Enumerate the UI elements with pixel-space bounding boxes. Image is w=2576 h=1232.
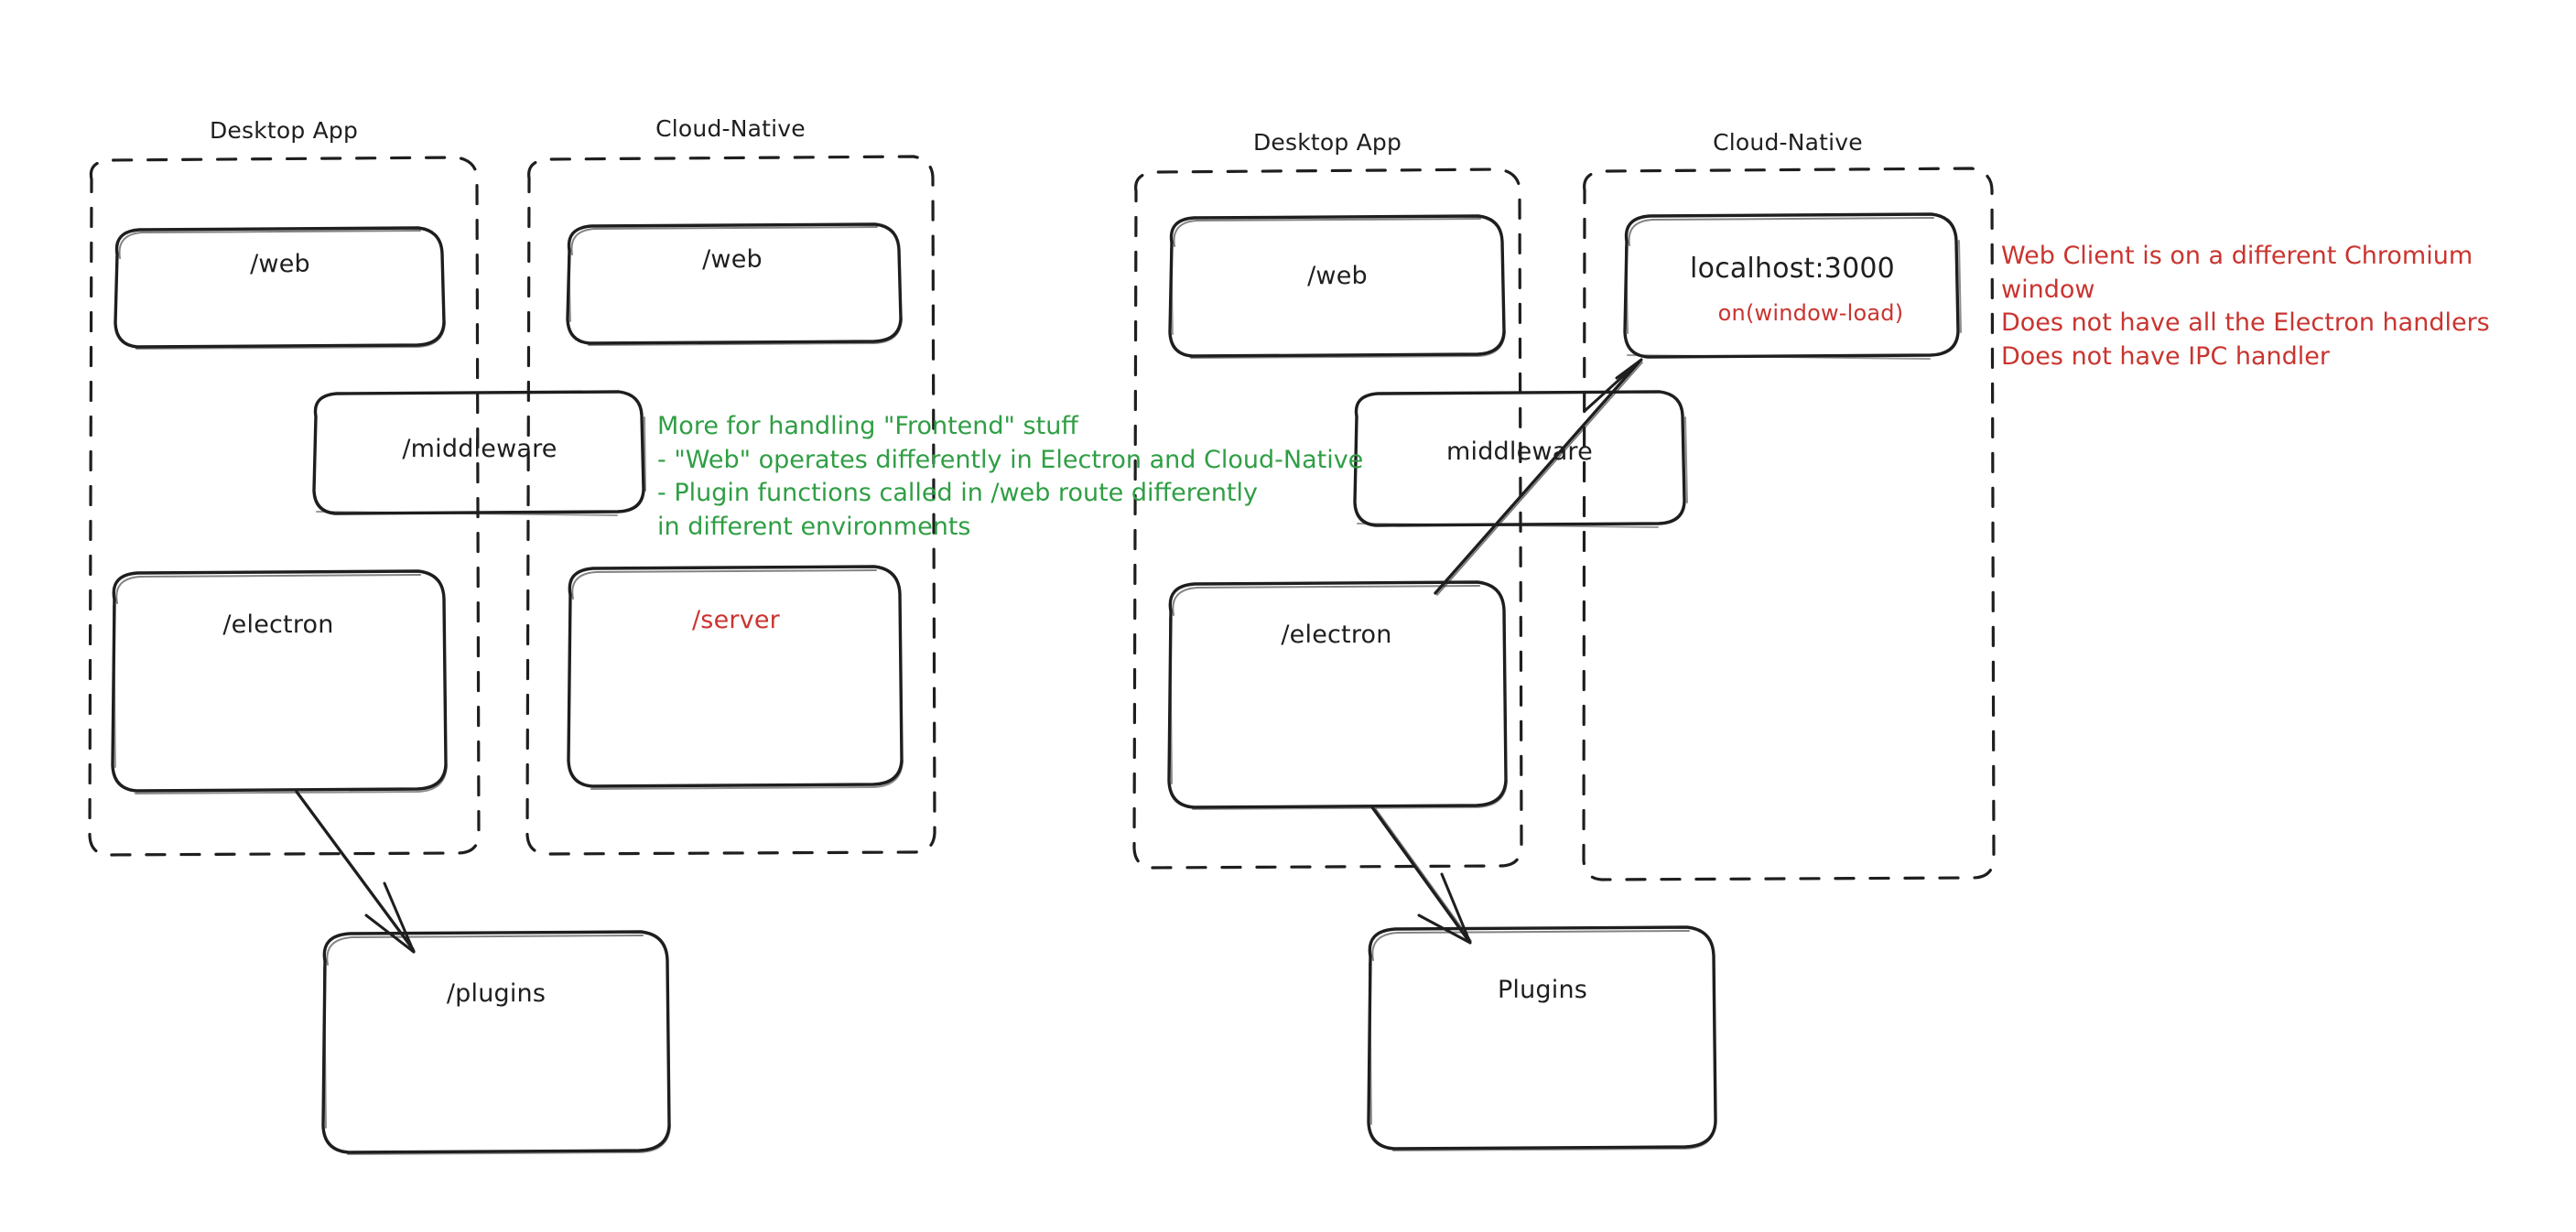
node-r-plugins — [1367, 925, 1717, 1151]
group-left-desktop — [88, 156, 481, 857]
node-l-web-desktop — [114, 226, 446, 350]
annotation-green-line-4: in different environments — [657, 513, 971, 542]
arrow-r-electron-to-localhost — [1434, 358, 1643, 596]
node-r-middleware — [1353, 390, 1688, 528]
group-right-cloud — [1582, 167, 1996, 881]
node-r-web — [1168, 214, 1506, 359]
node-l-web-cloud — [566, 222, 903, 346]
node-l-plugins — [321, 930, 671, 1155]
node-l-middleware — [312, 390, 646, 516]
annotation-red-line-2: Does not have all the Electron handlers — [2001, 308, 2490, 338]
annotation-red-line-3: Does not have IPC handler — [2001, 342, 2331, 372]
arrow-r-electron-to-plugins — [1370, 805, 1472, 945]
arrow-l-electron-to-plugins — [295, 790, 416, 954]
group-left-cloud — [525, 155, 936, 856]
annotation-red: Web Client is on a different Chromium wi… — [2001, 240, 2569, 374]
annotation-red-line-1: Web Client is on a different Chromium wi… — [2001, 242, 2473, 304]
annotation-green-line-3: - Plugin functions called in /web route … — [657, 479, 1259, 508]
node-l-server — [567, 565, 904, 790]
annotation-green: More for handling "Frontend" stuff - "We… — [657, 410, 1380, 545]
annotation-green-line-2: - "Web" operates differently in Electron… — [657, 445, 1364, 474]
annotation-green-line-1: More for handling "Frontend" stuff — [657, 412, 1078, 440]
node-r-localhost — [1623, 212, 1962, 360]
node-r-electron — [1167, 580, 1508, 810]
node-l-electron — [111, 569, 448, 794]
